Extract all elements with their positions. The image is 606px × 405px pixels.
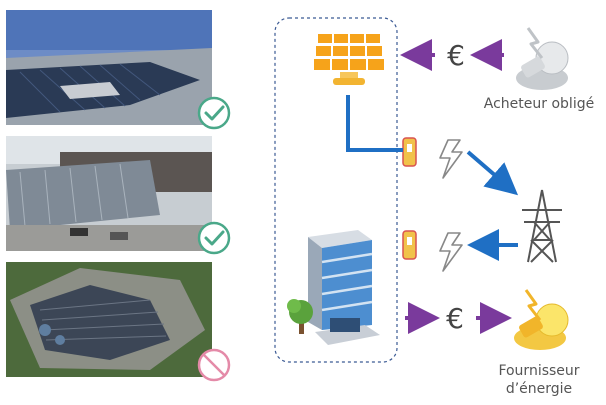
- pylon-icon: [522, 189, 562, 263]
- check-badge-1: [197, 96, 231, 130]
- site-boundary: [274, 17, 398, 363]
- building-icon: [308, 230, 380, 345]
- photo-rooftop: [6, 10, 212, 125]
- tree-icon: [287, 299, 313, 334]
- buyer-label: Acheteur obligé: [483, 96, 595, 112]
- meter-icon-top: [402, 137, 417, 167]
- solar-panel-icon: [314, 34, 384, 85]
- lightning-icon-bottom: [439, 232, 463, 272]
- photo-carport: [6, 136, 212, 251]
- meter-icon-bottom: [402, 230, 417, 260]
- export-to-grid-arrow: [466, 150, 519, 196]
- photo-solar-farm: [6, 262, 212, 377]
- euro-symbol-bottom: €: [446, 302, 464, 335]
- check-badge-2: [197, 221, 231, 255]
- supplier-bulb-icon: [514, 289, 569, 350]
- forbidden-badge: [197, 348, 231, 382]
- supplier-label-line1: Fournisseur: [498, 363, 580, 379]
- lightning-icon-top: [439, 139, 463, 179]
- euro-symbol-top: €: [447, 39, 465, 72]
- buyer-bulb-icon: [516, 27, 569, 90]
- solar-to-meter-arrow: [346, 95, 403, 152]
- supplier-label-line2: d’énergie: [505, 381, 573, 397]
